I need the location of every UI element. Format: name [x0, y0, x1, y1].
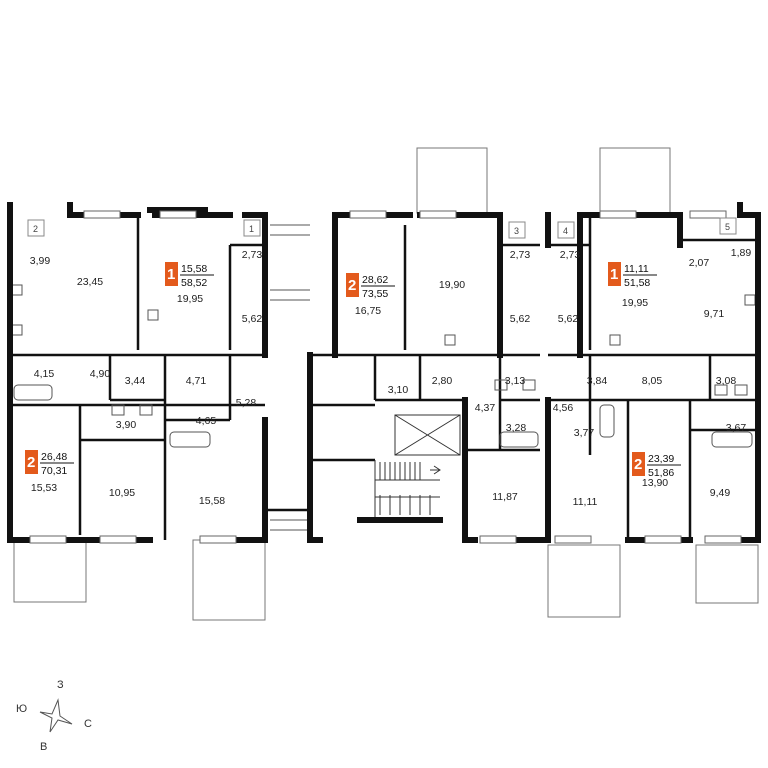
balcony [416, 147, 488, 214]
room-area: 19,90 [439, 279, 465, 291]
room-area: 3,28 [506, 422, 527, 434]
apartment-badge-marker [165, 262, 178, 286]
door-number: 3 [514, 226, 519, 236]
kitchen-stove [444, 334, 456, 346]
apartment-total-area: 51,58 [624, 277, 650, 289]
door-number: 5 [725, 222, 730, 232]
room-area: 3,10 [388, 384, 409, 396]
compass-east: С [84, 718, 92, 730]
room-area: 15,53 [31, 482, 57, 494]
room-area: 4,15 [34, 368, 55, 380]
room-area: 5,62 [242, 313, 263, 325]
room-area: 5,28 [236, 397, 257, 409]
apartment-room-count: 1 [610, 266, 618, 283]
balcony [695, 544, 759, 604]
apartment-badge[interactable]: 1 11,11 51,58 [608, 262, 657, 289]
room-area: 23,45 [77, 276, 103, 288]
room-area: 4,71 [186, 375, 207, 387]
room-area: 5,62 [510, 313, 531, 325]
compass-rose-icon [39, 698, 73, 733]
room-area: 2,07 [689, 257, 710, 269]
door-number: 2 [33, 224, 38, 234]
door-tags: 2 1 3 4 5 [27, 217, 737, 239]
kitchen-stove [147, 309, 159, 321]
room-area: 3,08 [716, 375, 737, 387]
room-area: 4,37 [475, 402, 496, 414]
room-area: 3,13 [505, 375, 526, 387]
room-area: 13,90 [642, 477, 668, 489]
room-area: 11,87 [492, 491, 518, 503]
balcony [13, 539, 87, 603]
bathtub [599, 404, 615, 438]
compass: З Ю С В [16, 679, 92, 753]
room-area: 11,11 [573, 496, 598, 508]
apartment-room-count: 2 [634, 456, 642, 473]
apartment-badge-marker [608, 262, 621, 286]
bathtub [169, 431, 211, 448]
balcony [547, 544, 621, 618]
apartment-total-area: 58,52 [181, 277, 207, 289]
room-area: 4,90 [90, 368, 111, 380]
apartment-total-area: 73,55 [362, 288, 388, 300]
room-area: 2,80 [432, 375, 453, 387]
room-area: 9,49 [710, 487, 731, 499]
balcony [599, 147, 671, 214]
entrance-stairs [270, 224, 310, 531]
room-area: 4,56 [553, 402, 574, 414]
room-area: 2,73 [560, 249, 581, 261]
windows [29, 210, 742, 544]
apartment-badge-marker [346, 273, 359, 297]
room-area: 3,77 [574, 427, 595, 439]
apartment-living-area: 15,58 [181, 263, 207, 275]
room-area: 5,62 [558, 313, 579, 325]
door-number: 4 [563, 226, 568, 236]
apartment-room-count: 1 [167, 266, 175, 283]
apartment-room-count: 2 [348, 277, 356, 294]
apartment-badge-marker [25, 450, 38, 474]
room-area: 19,95 [622, 297, 648, 309]
kitchen-stove [11, 284, 23, 296]
kitchen-stove [744, 294, 756, 306]
bathtub [13, 384, 53, 401]
room-areas: 3,99 23,45 19,95 2,73 5,62 4,15 4,90 3,4… [30, 247, 752, 508]
apartment-living-area: 11,11 [624, 263, 649, 275]
balcony [192, 539, 266, 621]
room-area: 3,90 [116, 419, 137, 431]
door-number: 1 [249, 224, 254, 234]
compass-north: З [57, 679, 64, 691]
room-area: 3,84 [587, 375, 608, 387]
bathtub [499, 431, 539, 448]
compass-west: Ю [16, 703, 27, 715]
partitions [10, 215, 758, 540]
room-area: 1,89 [731, 247, 752, 259]
room-area: 3,44 [125, 375, 146, 387]
apartment-living-area: 26,48 [41, 451, 67, 463]
room-area: 3,67 [726, 422, 747, 434]
room-area: 19,95 [177, 293, 203, 305]
room-area: 2,73 [510, 249, 531, 261]
bathtub [711, 431, 753, 448]
compass-south: В [40, 741, 47, 753]
room-area: 8,05 [642, 375, 663, 387]
apartment-total-area: 70,31 [41, 465, 67, 477]
room-area: 9,71 [704, 308, 725, 320]
apartment-badge[interactable]: 1 15,58 58,52 [165, 262, 214, 289]
apartment-living-area: 23,39 [648, 453, 674, 465]
apartment-badge[interactable]: 2 26,48 70,31 [25, 450, 74, 477]
apartment-badge[interactable]: 2 23,39 51,86 [632, 452, 681, 479]
room-area: 3,99 [30, 255, 51, 267]
apartment-badge[interactable]: 2 28,62 73,55 [346, 273, 395, 300]
apartment-living-area: 28,62 [362, 274, 388, 286]
room-area: 2,73 [242, 249, 263, 261]
kitchen-stove [609, 334, 621, 346]
apartment-total-area: 51,86 [648, 467, 674, 479]
room-area: 16,75 [355, 305, 381, 317]
room-area: 15,58 [199, 495, 225, 507]
apartment-room-count: 2 [27, 454, 35, 471]
room-area: 4,65 [196, 415, 217, 427]
room-area: 10,95 [109, 487, 135, 499]
staircase [374, 414, 461, 520]
apartment-badge-marker [632, 452, 645, 476]
